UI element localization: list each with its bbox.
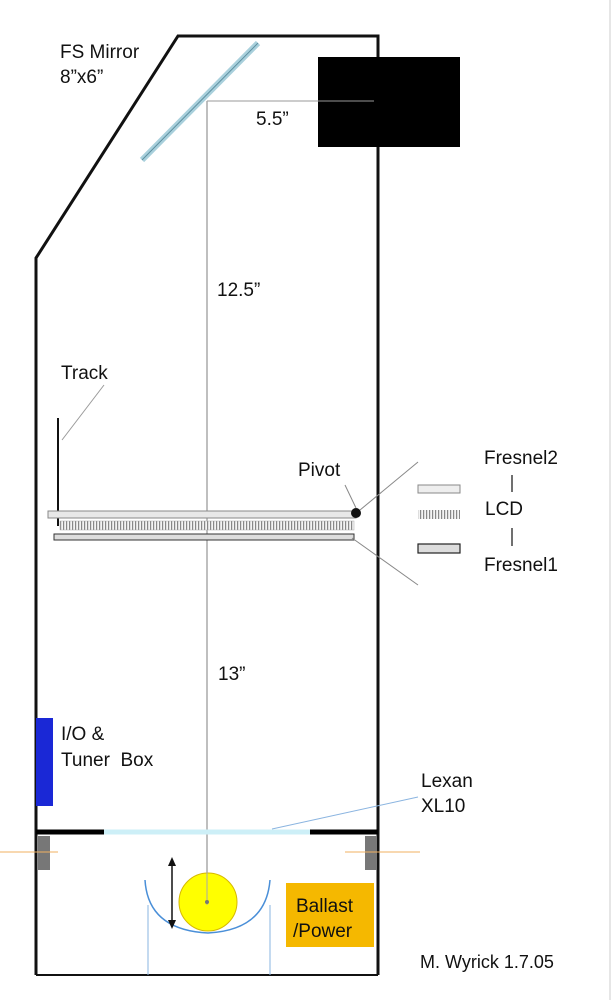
page-edge: [609, 0, 611, 1000]
lexan-label-line2: XL10: [421, 796, 466, 817]
ballast-label-line2: /Power: [293, 921, 353, 942]
lamp-center-dot: [205, 900, 209, 904]
lexan-label-line1: Lexan: [421, 771, 473, 792]
legend-lcd-swatch: [418, 510, 460, 519]
pivot-point: [351, 508, 361, 518]
pivot-label: Pivot: [298, 460, 341, 481]
io-box-label-line2: Tuner Box: [61, 750, 154, 771]
ballast-power-box: [286, 883, 374, 947]
pivot-leader: [344, 484, 357, 509]
mirror-label-line2: 8”x6”: [60, 67, 104, 88]
fresnel2-plate: [47, 510, 357, 519]
left-support: [38, 836, 50, 870]
dimension-label-12-5: 12.5”: [217, 280, 261, 301]
io-box-label-line1: I/O &: [61, 724, 105, 745]
lcd-panel: [59, 520, 355, 531]
legend-fresnel1-swatch: [417, 543, 461, 554]
author-credit: M. Wyrick 1.7.05: [420, 952, 554, 972]
ballast-label-line1: Ballast: [296, 896, 354, 917]
fresnel1-plate: [53, 533, 355, 541]
double-arrow-icon: [168, 857, 176, 929]
fs-mirror-edge: [141, 42, 259, 161]
zoom-line-bottom: [351, 537, 419, 586]
cabinet-outline: [34, 34, 380, 975]
dimension-label-5-5: 5.5”: [256, 109, 289, 130]
mirror-label-line1: FS Mirror: [60, 42, 140, 63]
dimension-label-13: 13”: [218, 664, 246, 685]
lexan-leader: [271, 796, 419, 830]
track-leader: [61, 384, 105, 441]
legend-fresnel2-label: Fresnel2: [484, 448, 558, 469]
legend-lcd-label: LCD: [485, 499, 524, 520]
projector-block: [318, 57, 460, 147]
arc-reflector-icon: [144, 879, 271, 934]
track-label: Track: [61, 363, 108, 384]
legend-fresnel2-swatch: [417, 484, 461, 494]
right-support: [365, 836, 377, 870]
legend-fresnel1-label: Fresnel1: [484, 555, 558, 576]
zoom-line-top: [359, 461, 419, 511]
io-tuner-box: [36, 718, 53, 806]
